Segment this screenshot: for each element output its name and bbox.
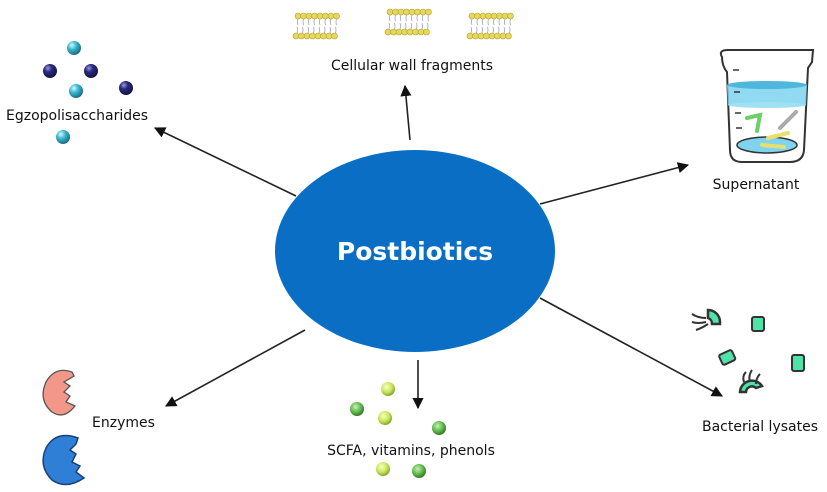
enzymes-label: Enzymes <box>92 415 155 431</box>
node-cellular: Cellular wall fragments <box>292 8 514 74</box>
bilayer-fragment <box>292 12 340 40</box>
lysates-label: Bacterial lysates <box>702 419 818 435</box>
arrow-to-lysates <box>539 297 723 397</box>
enzyme-pacman-icon <box>42 369 86 486</box>
bilayer-fragment <box>466 12 514 40</box>
arrow-to-supernatant <box>539 162 690 205</box>
metabolite-spheres-icon <box>350 382 446 478</box>
node-lysates: Bacterial lysates <box>691 308 818 435</box>
bacterial-fragment-icon <box>691 308 805 394</box>
node-enzymes: Enzymes <box>42 369 155 486</box>
beaker-icon <box>719 49 815 163</box>
node-exo: Egzopolisaccharides <box>6 41 148 144</box>
node-scfa: SCFA, vitamins, phenols <box>327 382 495 478</box>
center-label: Postbiotics <box>337 237 493 266</box>
bilayer-fragment <box>384 8 432 36</box>
scfa-label: SCFA, vitamins, phenols <box>327 443 495 459</box>
cellular-label: Cellular wall fragments <box>331 58 493 74</box>
edges <box>153 84 723 410</box>
arrow-to-cellular <box>400 84 412 141</box>
lipid-bilayer-icon <box>292 8 514 40</box>
center-node: Postbiotics <box>275 150 555 352</box>
arrow-to-exo <box>153 127 297 197</box>
postbiotics-ellipse <box>275 150 555 352</box>
node-supernatant: Supernatant <box>713 49 815 193</box>
arrow-to-enzymes <box>165 329 306 407</box>
polysaccharide-beads-icon <box>43 41 133 144</box>
exo-label: Egzopolisaccharides <box>6 108 148 124</box>
supernatant-label: Supernatant <box>713 177 800 193</box>
